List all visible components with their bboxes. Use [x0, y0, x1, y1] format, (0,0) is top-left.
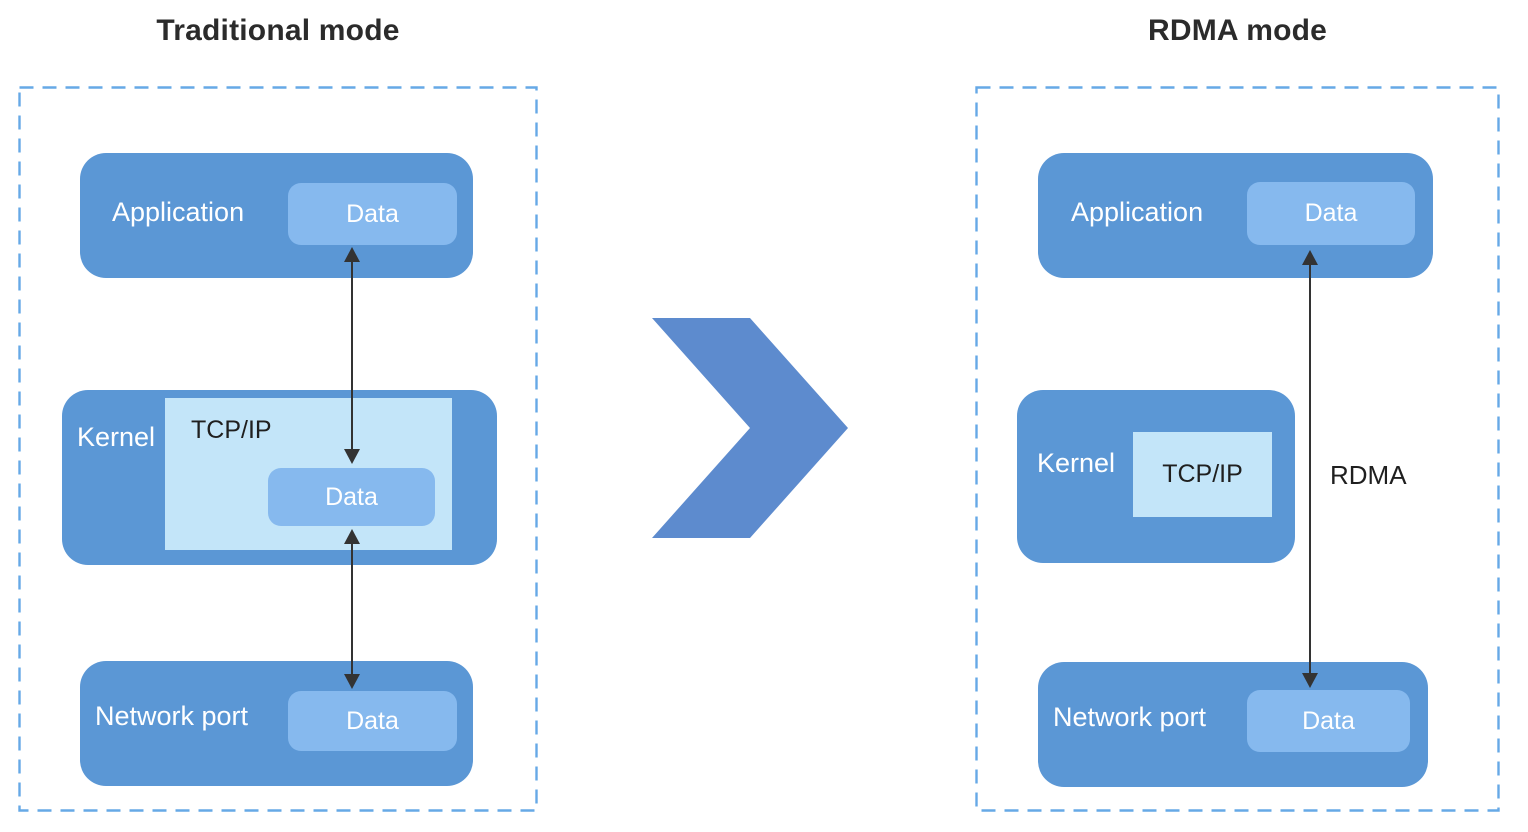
network-port-label: Network port	[95, 701, 249, 731]
transition-right-chevron-icon	[652, 318, 848, 538]
arrow-shaft	[1309, 265, 1311, 673]
tcpip-label: TCP/IP	[191, 416, 272, 444]
arrow-app-to-kernel-icon	[343, 247, 361, 464]
traditional-mode-title: Traditional mode	[156, 14, 400, 47]
kernel-data-chip: Data	[268, 468, 435, 526]
traditional-kernel-box: Kernel TCP/IP Data	[62, 390, 497, 565]
rdma-kernel-box: Kernel TCP/IP	[1017, 390, 1295, 563]
traditional-boundary-dashed-box	[18, 86, 538, 812]
data-label: Data	[325, 482, 378, 511]
rdma-mode-title: RDMA mode	[1147, 14, 1328, 47]
rdma-boundary-dashed-box	[975, 86, 1500, 812]
traditional-network-port-box: Network port Data	[80, 661, 473, 786]
arrowhead-down-icon	[344, 674, 360, 689]
arrow-kernel-to-network-icon	[343, 529, 361, 689]
arrowhead-up-icon	[1302, 250, 1318, 265]
kernel-label: Kernel	[1037, 448, 1116, 478]
network-port-data-chip: Data	[1247, 690, 1410, 752]
data-label: Data	[346, 199, 399, 228]
application-data-chip: Data	[288, 183, 457, 245]
arrow-shaft	[351, 544, 353, 674]
arrowhead-down-icon	[1302, 673, 1318, 688]
kernel-label: Kernel	[77, 422, 156, 452]
data-label: Data	[1304, 199, 1358, 227]
arrowhead-down-icon	[344, 449, 360, 464]
arrow-shaft	[351, 262, 353, 449]
application-data-chip: Data	[1247, 182, 1415, 245]
rdma-network-port-box: Network port Data	[1038, 662, 1428, 787]
application-label: Application	[1071, 197, 1204, 227]
tcpip-label: TCP/IP	[1162, 460, 1243, 488]
rdma-bypass-label: RDMA	[1330, 460, 1407, 490]
tcpip-stack-panel: TCP/IP	[1133, 432, 1272, 517]
arrowhead-up-icon	[344, 247, 360, 262]
network-port-data-chip: Data	[288, 691, 457, 751]
arrowhead-up-icon	[344, 529, 360, 544]
traditional-application-box: Application Data	[80, 153, 473, 278]
rdma-application-box: Application Data	[1038, 153, 1433, 278]
application-label: Application	[112, 197, 245, 227]
arrow-rdma-bypass-icon	[1301, 250, 1319, 688]
data-label: Data	[346, 706, 399, 735]
network-port-label: Network port	[1053, 702, 1207, 732]
data-label: Data	[1302, 706, 1355, 735]
